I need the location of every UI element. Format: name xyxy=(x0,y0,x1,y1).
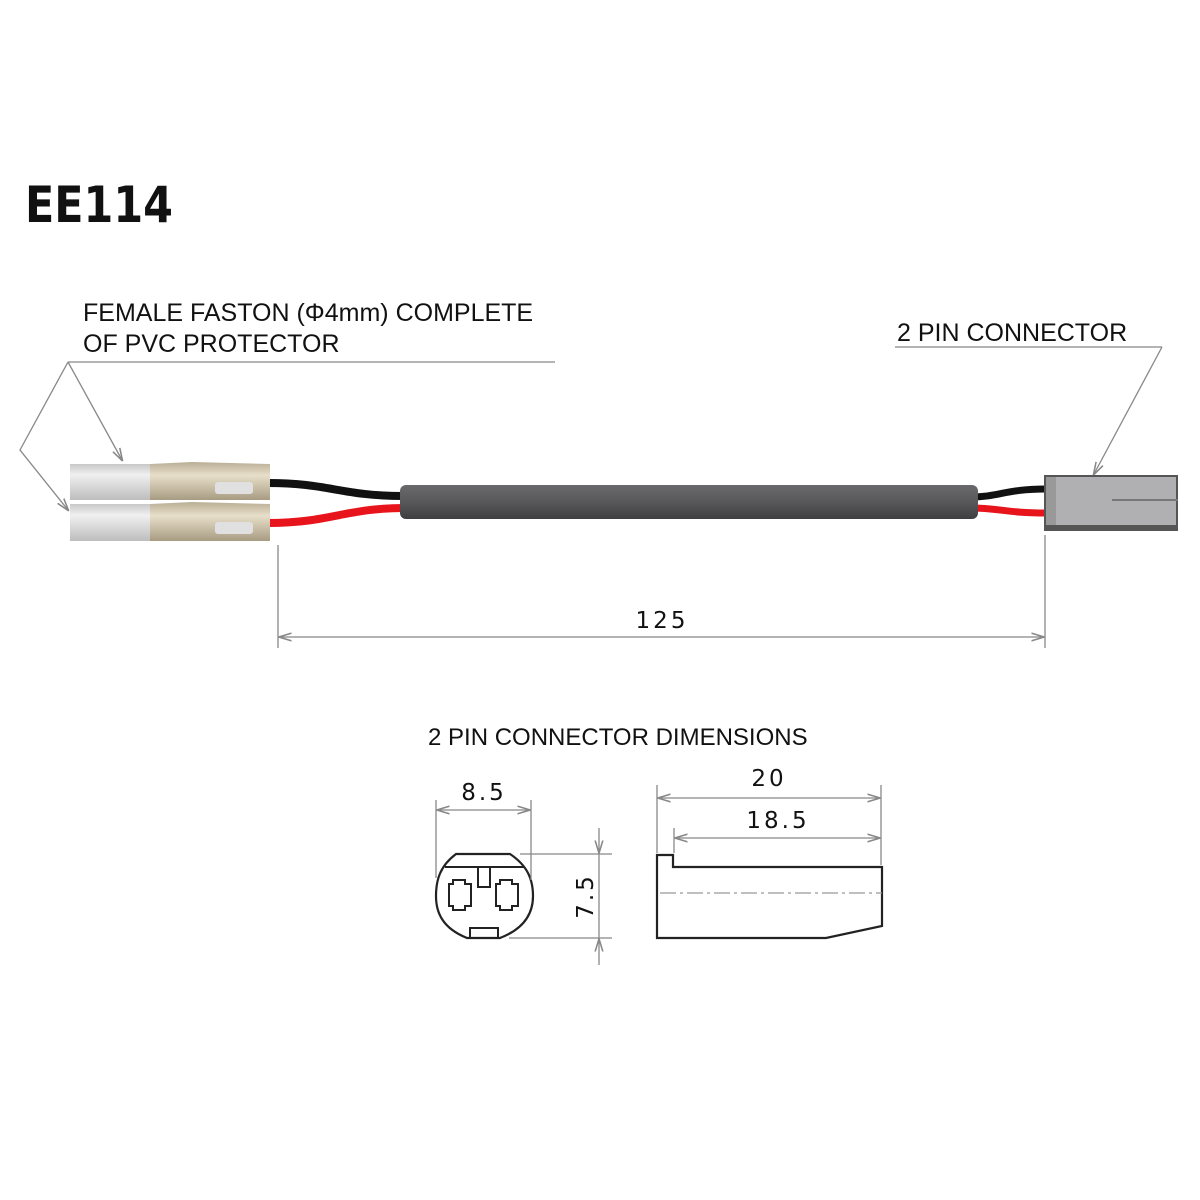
length-value: 20 xyxy=(751,766,786,792)
faston-terminal-top xyxy=(70,462,270,500)
width-value: 8.5 xyxy=(461,780,507,806)
cable-sheath xyxy=(400,485,978,519)
connector-side-view xyxy=(655,853,884,940)
height-dimension xyxy=(509,828,612,965)
faston-label-line2: OF PVC PROTECTOR xyxy=(83,330,340,358)
height-value: 7.5 xyxy=(573,873,599,919)
red-wire-left xyxy=(267,504,406,527)
black-wire-right xyxy=(969,485,1047,501)
body-length-dimension xyxy=(673,828,879,853)
faston-label-line1: FEMALE FASTON (Φ4mm) COMPLETE xyxy=(83,299,533,327)
cable-length-value: 125 xyxy=(636,608,689,634)
black-wire-left xyxy=(267,479,406,500)
length-dimension xyxy=(656,785,882,865)
faston-leader-lines xyxy=(19,361,555,510)
faston-terminal-bottom xyxy=(70,502,270,541)
dimensions-heading: 2 PIN CONNECTOR DIMENSIONS xyxy=(428,724,808,751)
cable-length-dimension xyxy=(277,535,1046,648)
connector-label: 2 PIN CONNECTOR xyxy=(897,319,1127,347)
width-dimension xyxy=(435,800,532,880)
product-code-title: EE114 xyxy=(25,176,173,234)
red-wire-right xyxy=(969,504,1047,517)
two-pin-connector xyxy=(1044,475,1178,531)
connector-front-view xyxy=(434,852,535,940)
connector-leader-line xyxy=(895,346,1163,474)
body-length-value: 18.5 xyxy=(746,808,809,834)
